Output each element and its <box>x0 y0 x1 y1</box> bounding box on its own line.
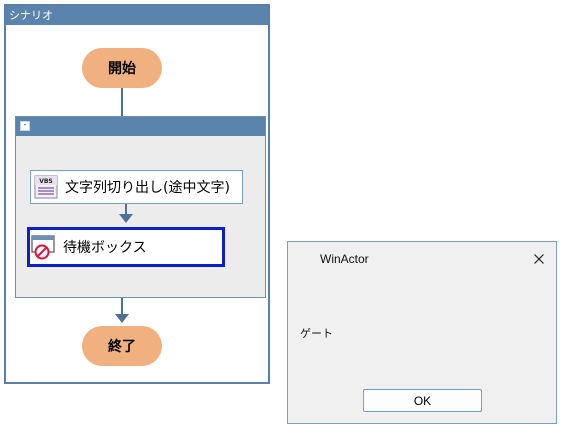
node-wait-box-label: 待機ボックス <box>63 240 147 256</box>
scenario-panel: シナリオ 開始 - VBS 文字列切り出し(途中文字) <box>4 4 270 384</box>
group-box[interactable]: - VBS 文字列切り出し(途中文字) <box>15 116 266 298</box>
group-header[interactable]: - <box>16 117 265 136</box>
vbs-icon-text: VBS <box>39 178 53 185</box>
node-wait-box[interactable]: 待機ボックス <box>27 227 225 267</box>
node-substring-label: 文字列切り出し(途中文字) <box>65 180 230 196</box>
connector-start-group <box>121 88 123 116</box>
close-icon <box>534 254 544 264</box>
scenario-title: シナリオ <box>6 6 268 25</box>
dialog-titlebar[interactable]: WinActor <box>288 242 556 276</box>
dialog-message: ゲート <box>300 327 333 340</box>
connector-group-end <box>121 298 123 316</box>
start-node[interactable]: 開始 <box>82 48 162 88</box>
arrow-to-end <box>115 314 129 323</box>
arrow-to-wait <box>119 214 133 223</box>
end-node[interactable]: 終了 <box>82 326 162 366</box>
connector-substring-wait <box>125 204 127 214</box>
dialog-title: WinActor <box>320 252 369 266</box>
wait-box-icon <box>31 235 55 260</box>
vbs-script-icon: VBS <box>34 175 58 199</box>
message-dialog: WinActor ゲート OK <box>287 241 557 424</box>
ok-button[interactable]: OK <box>363 389 482 412</box>
collapse-toggle[interactable]: - <box>20 121 30 131</box>
node-substring[interactable]: VBS 文字列切り出し(途中文字) <box>30 170 243 204</box>
close-button[interactable] <box>528 248 550 270</box>
